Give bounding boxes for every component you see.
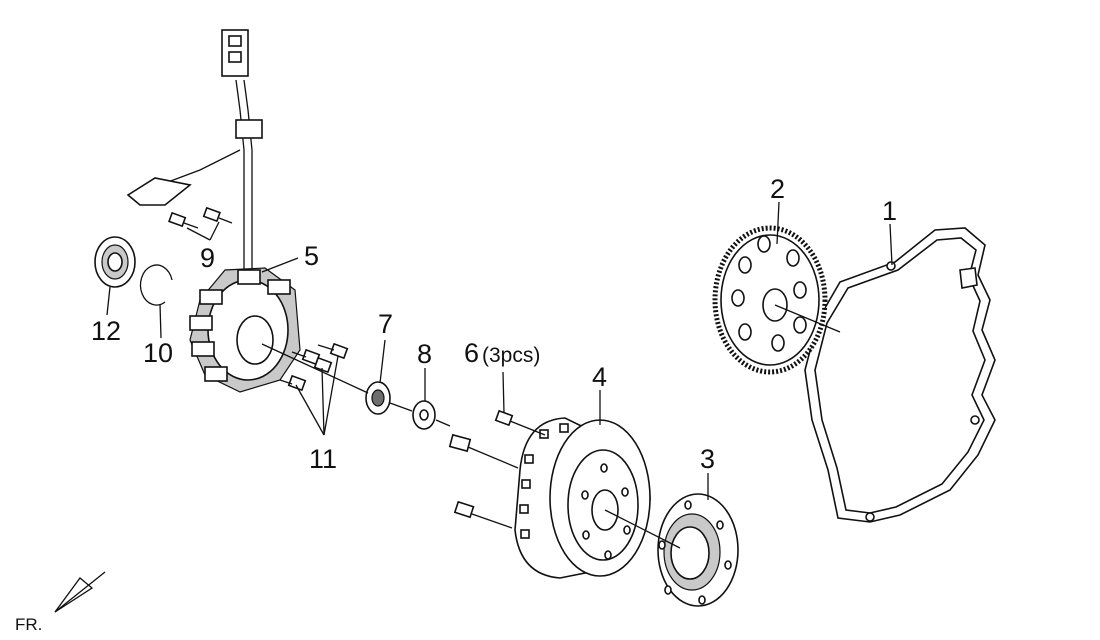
callout-6-quantity: (3pcs) [482, 344, 540, 367]
stator-bolts [279, 342, 349, 392]
starter-driven-gear [712, 225, 828, 375]
leader-lines [106, 201, 893, 500]
bearing [94, 236, 136, 288]
callout-3: 3 [700, 444, 715, 474]
front-direction-marker: FR. [15, 571, 106, 634]
rotor-bolts [448, 409, 546, 529]
callout-6: 6 [464, 338, 479, 368]
front-marker-text: FR. [15, 615, 42, 634]
callout-10: 10 [143, 338, 173, 368]
assembly-axis [261, 304, 841, 549]
callout-11: 11 [309, 444, 337, 474]
callout-2: 2 [770, 174, 785, 204]
callout-7: 7 [378, 309, 393, 339]
harness-clamp-bolts [168, 206, 233, 229]
callout-1: 1 [882, 196, 897, 226]
starter-clutch [657, 493, 739, 607]
callout-9: 9 [200, 243, 215, 273]
collar [365, 381, 391, 415]
stator-coil [189, 267, 301, 393]
callout-12: 12 [91, 316, 121, 346]
wire-harness [126, 29, 263, 270]
flywheel-rotor [514, 417, 651, 579]
callout-5: 5 [304, 241, 319, 271]
callout-4: 4 [592, 362, 607, 392]
circlip [139, 264, 173, 306]
washer [412, 400, 436, 430]
callout-8: 8 [417, 339, 432, 369]
cover-gasket [804, 227, 996, 523]
